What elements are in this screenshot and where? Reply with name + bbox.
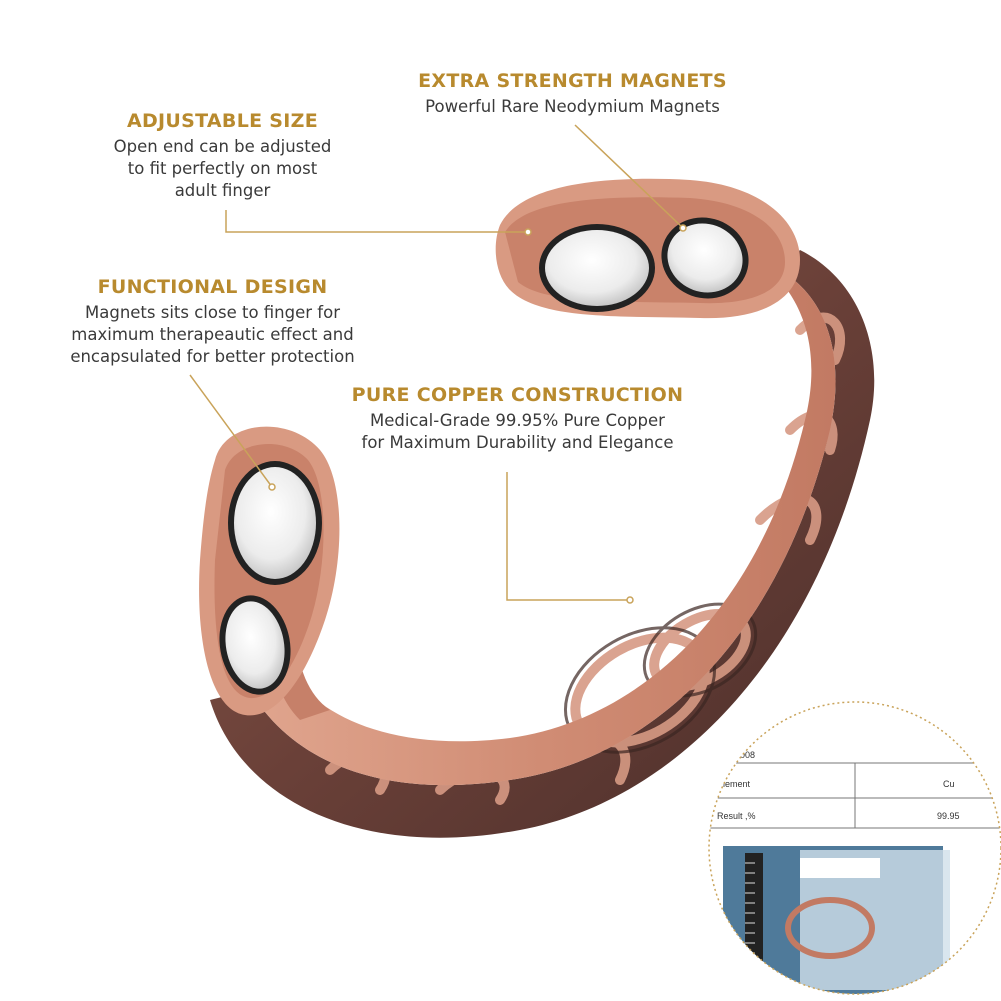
cert-result-label: Result ,% xyxy=(717,811,756,821)
callout-body-line: Magnets sits close to finger for xyxy=(85,303,340,322)
callout-pure-copper: PURE COPPER CONSTRUCTION Medical-Grade 9… xyxy=(345,384,690,454)
ring-right-end xyxy=(495,178,800,319)
cert-element-value: Cu xyxy=(943,779,955,789)
cert-result-value: 99.95 xyxy=(937,811,960,821)
callout-title: EXTRA STRENGTH MAGNETS xyxy=(418,70,727,92)
callout-title: PURE COPPER CONSTRUCTION xyxy=(351,384,684,406)
callout-body-line: Open end can be adjusted xyxy=(113,137,332,156)
cert-year: 2008 xyxy=(735,750,755,760)
ring-rim xyxy=(250,262,836,786)
leader-lines xyxy=(189,124,684,601)
callout-body-line: maximum therapeautic effect and xyxy=(71,325,354,344)
callout-body-line: to fit perfectly on most xyxy=(127,159,318,178)
callout-body-line: encapsulated for better protection xyxy=(70,347,355,366)
certificate-inset: 2008 Element Cu Result ,% 99.95 xyxy=(708,701,1001,995)
callout-title: ADJUSTABLE SIZE xyxy=(126,110,319,132)
cert-element-label: Element xyxy=(717,779,751,789)
callout-body-line: for Maximum Durability and Elegance xyxy=(361,433,674,452)
callout-extra-strength: EXTRA STRENGTH MAGNETS Powerful Rare Neo… xyxy=(405,70,740,118)
callout-title: FUNCTIONAL DESIGN xyxy=(97,276,328,298)
packaged-product-photo xyxy=(723,846,950,994)
callout-adjustable-size: ADJUSTABLE SIZE Open end can be adjusted… xyxy=(95,110,350,202)
callout-body-line: adult finger xyxy=(174,181,271,200)
callout-functional-design: FUNCTIONAL DESIGN Magnets sits close to … xyxy=(60,276,365,368)
callout-body-line: Medical-Grade 99.95% Pure Copper xyxy=(370,411,665,430)
ring-left-end xyxy=(199,426,340,716)
callout-body: Powerful Rare Neodymium Magnets xyxy=(425,97,720,116)
